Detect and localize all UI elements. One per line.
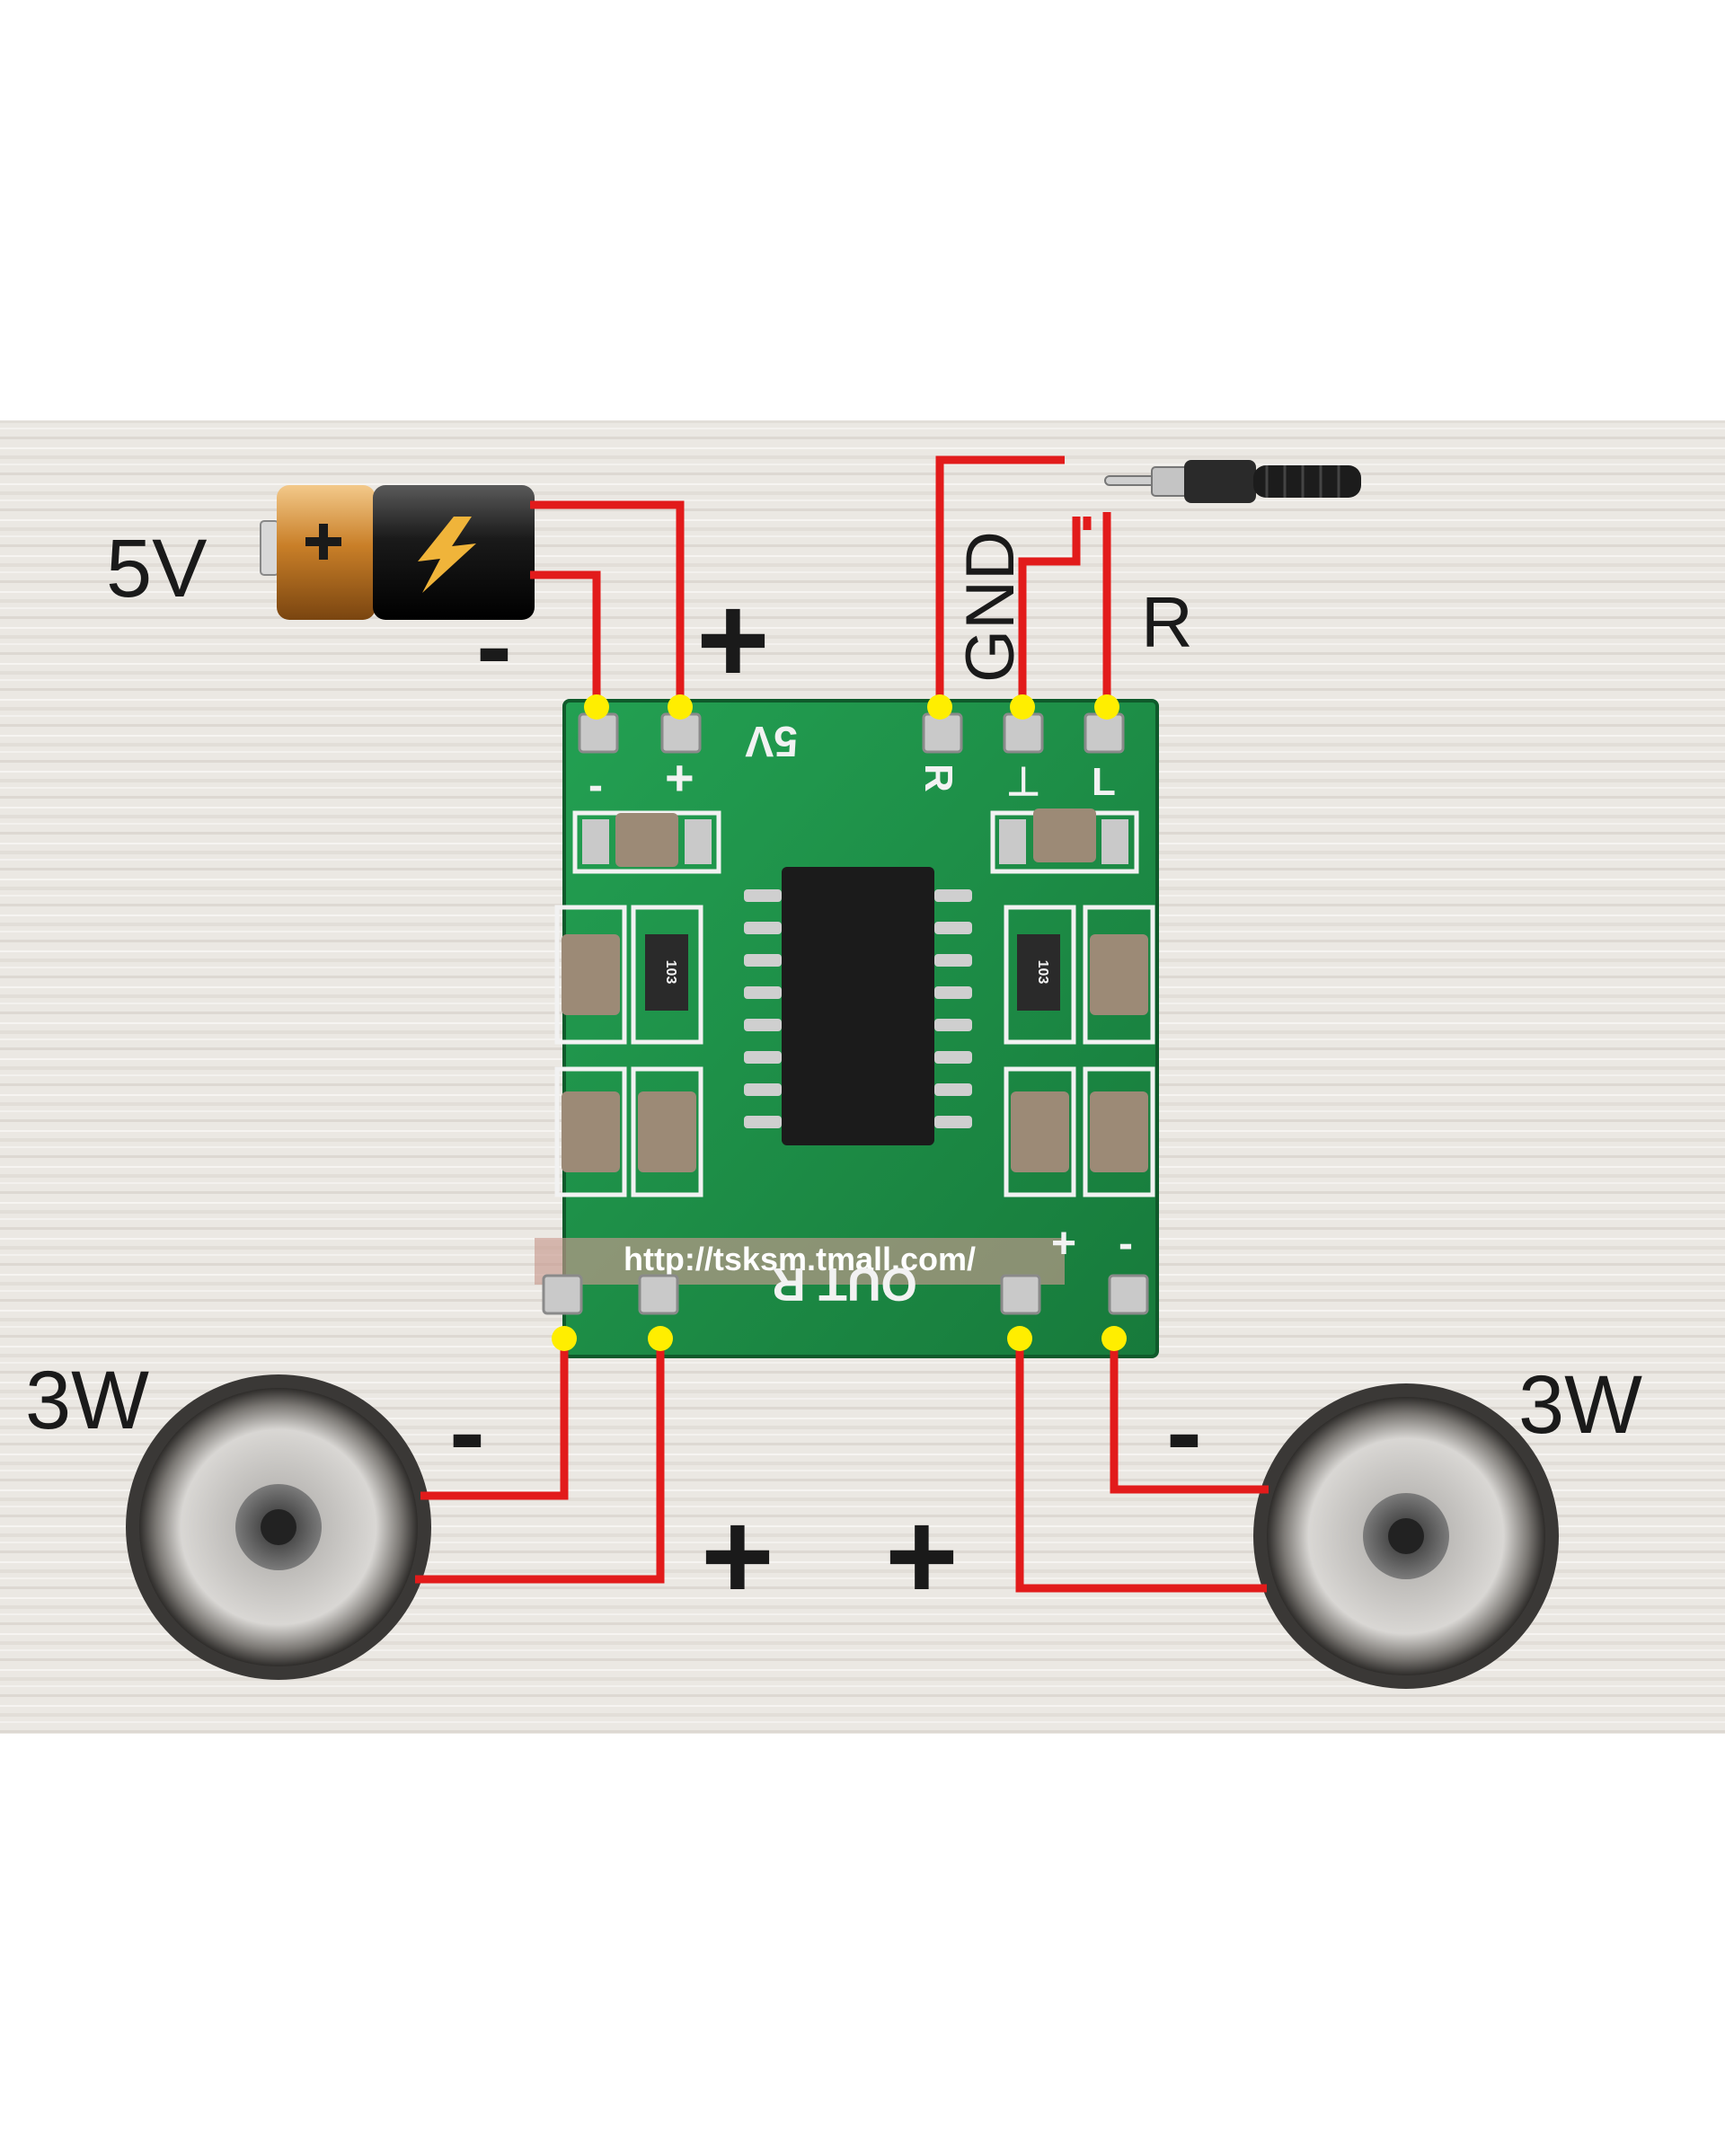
chip-leg-left <box>744 889 782 902</box>
pin-dot-plus <box>668 694 693 720</box>
chip-leg-left <box>744 1051 782 1064</box>
label-right-speaker-3w: 3W <box>1518 1359 1642 1451</box>
chip-leg-right <box>934 922 972 934</box>
label-left-speaker-minus: - <box>449 1372 485 1492</box>
silk-out-r: OUT R <box>772 1258 917 1310</box>
chip-leg-right <box>934 889 972 902</box>
wire-battery-minus <box>530 570 601 701</box>
label-gnd: GND <box>952 531 1029 683</box>
chip-leg-left <box>744 922 782 934</box>
silk-top-plus: + <box>665 749 694 806</box>
battery-icon <box>260 485 535 620</box>
wire-right-speaker-plus <box>1015 1339 1267 1593</box>
pin-dot-right-out-plus <box>1007 1326 1032 1351</box>
amplifier-chip <box>744 867 972 1145</box>
silk-bottom-right-minus: - <box>1119 1220 1133 1268</box>
watermark-strip <box>535 1238 1065 1285</box>
silk-resistor-right: 103 <box>1035 960 1050 985</box>
pin-dot-left-out-plus <box>648 1326 673 1351</box>
label-battery-plus: + <box>696 569 770 710</box>
right-speaker-icon <box>1253 1383 1559 1689</box>
silk-l: L <box>1092 760 1116 804</box>
top-pads <box>578 712 1125 754</box>
pin-dot-minus <box>584 694 609 720</box>
wire-battery-plus <box>530 500 685 701</box>
watermark-url: http://tsksm.tmall.com/ <box>624 1241 976 1277</box>
chip-leg-left <box>744 1116 782 1128</box>
wires <box>415 455 1269 1593</box>
label-left-speaker-plus: + <box>701 1485 774 1626</box>
silk-top-minus: - <box>588 762 603 809</box>
pin-dot-l <box>1094 694 1119 720</box>
amplifier-board: - + 5V R ⊥ L 103 103 <box>535 699 1159 1358</box>
label-r: R <box>1141 582 1193 662</box>
chip-leg-right <box>934 1019 972 1031</box>
wire-jack-r <box>935 455 1065 701</box>
label-right-speaker-plus: + <box>885 1485 959 1626</box>
pin-dot-r <box>927 694 952 720</box>
chip-leg-right <box>934 954 972 967</box>
bottom-pads <box>542 1274 1149 1315</box>
audio-jack-icon <box>1104 460 1361 503</box>
left-speaker-icon <box>126 1374 431 1680</box>
label-5v: 5V <box>106 523 208 614</box>
chip-leg-left <box>744 1019 782 1031</box>
pin-dot-gnd <box>1010 694 1035 720</box>
pin-dot-left-out-minus <box>552 1326 577 1351</box>
chip-leg-right <box>934 986 972 999</box>
wire-jack-gnd <box>1018 517 1081 701</box>
silk-bottom-right-plus: + <box>1051 1220 1076 1268</box>
silk-5v: 5V <box>745 717 798 764</box>
chip-leg-left <box>744 954 782 967</box>
wire-left-speaker-minus <box>420 1339 569 1500</box>
chip-leg-left <box>744 986 782 999</box>
pin-dots <box>552 694 1127 1351</box>
label-battery-minus: - <box>476 586 512 706</box>
chip-leg-left <box>744 1083 782 1096</box>
label-right-speaker-minus: - <box>1166 1372 1202 1492</box>
label-left-speaker-3w: 3W <box>25 1355 149 1446</box>
chip-leg-right <box>934 1116 972 1128</box>
wire-right-speaker-minus <box>1110 1339 1269 1494</box>
silk-r: R <box>916 764 960 792</box>
pin-dot-right-out-minus <box>1101 1326 1127 1351</box>
silk-gnd-symbol: ⊥ <box>1006 760 1040 804</box>
chip-leg-right <box>934 1051 972 1064</box>
chip-leg-right <box>934 1083 972 1096</box>
silk-resistor-left: 103 <box>663 960 678 985</box>
wire-left-speaker-plus <box>415 1339 665 1584</box>
